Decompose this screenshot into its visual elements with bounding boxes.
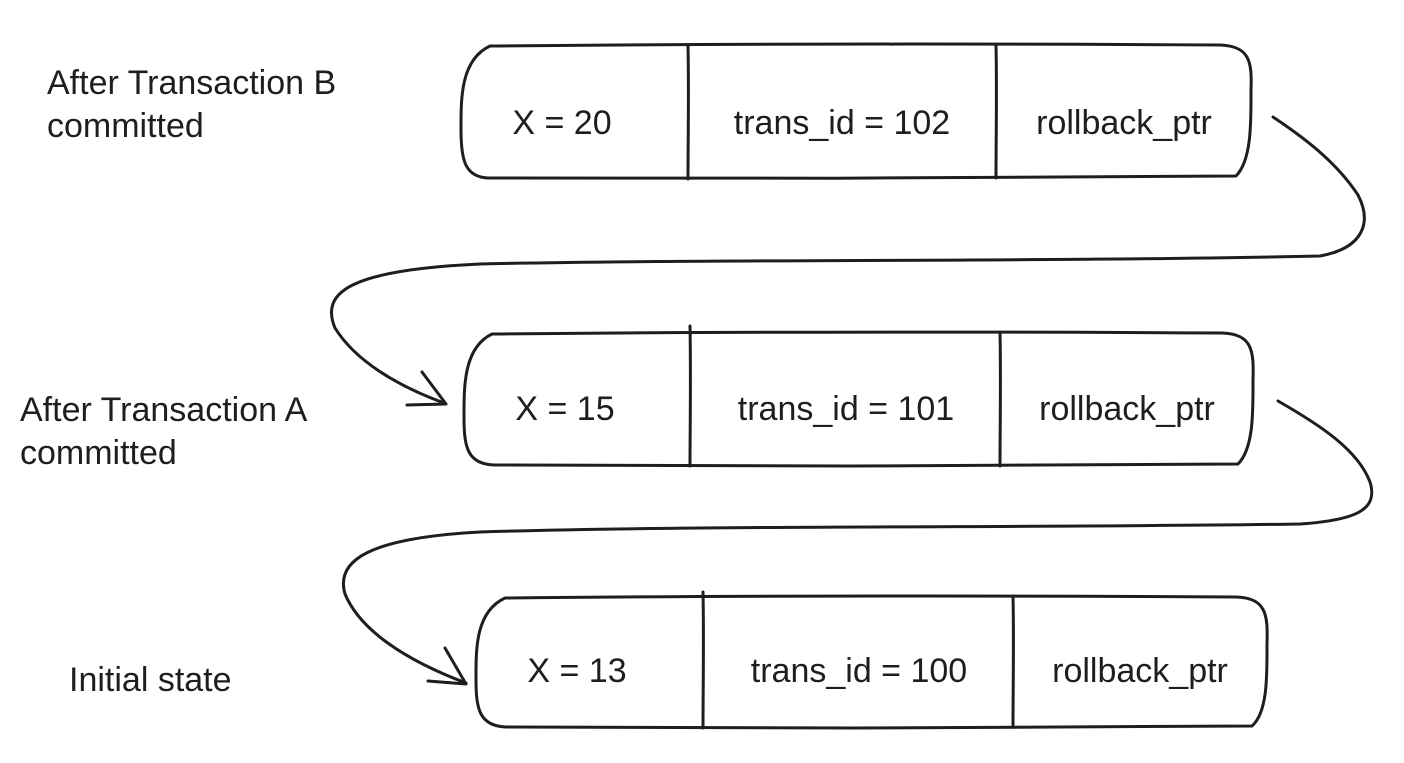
state-label-a: After Transaction A committed	[20, 389, 307, 475]
record-initial-box	[474, 594, 1269, 730]
rollback-arrow-a-to-initial-head	[426, 646, 468, 686]
state-label-a-line2: committed	[20, 434, 177, 472]
record-a-trans-id: trans_id = 101	[738, 390, 954, 428]
rollback-arrow-a-to-initial-line	[342, 399, 1374, 685]
rollback-arrow-b-to-a	[330, 115, 1366, 407]
record-initial-trans-id: trans_id = 100	[751, 652, 967, 690]
record-a-rollback-ptr: rollback_ptr	[1039, 390, 1215, 428]
state-label-initial: Initial state	[69, 659, 232, 702]
state-label-b: After Transaction B committed	[47, 62, 336, 148]
record-a-box	[462, 330, 1255, 468]
rollback-arrow-b-to-a-head	[405, 370, 448, 407]
record-initial-rollback-ptr: rollback_ptr	[1052, 652, 1228, 690]
rollback-arrow-b-to-a-line	[330, 115, 1366, 405]
state-label-initial-line1: Initial state	[69, 661, 232, 699]
record-b-trans-id: trans_id = 102	[734, 104, 950, 142]
record-a-value: X = 15	[515, 390, 614, 428]
rollback-arrow-a-to-initial	[342, 399, 1374, 686]
state-label-a-line1: After Transaction A	[20, 391, 308, 429]
record-initial: X = 13 trans_id = 100 rollback_ptr	[474, 590, 1269, 730]
record-b-box	[459, 42, 1253, 180]
state-label-b-line2: committed	[47, 107, 204, 145]
record-b-rollback-ptr: rollback_ptr	[1036, 104, 1212, 142]
record-initial-value: X = 13	[527, 652, 626, 690]
record-b-value: X = 20	[512, 104, 611, 142]
record-b: X = 20 trans_id = 102 rollback_ptr	[459, 42, 1253, 181]
record-a: X = 15 trans_id = 101 rollback_ptr	[462, 324, 1255, 468]
state-label-b-line1: After Transaction B	[47, 64, 337, 102]
